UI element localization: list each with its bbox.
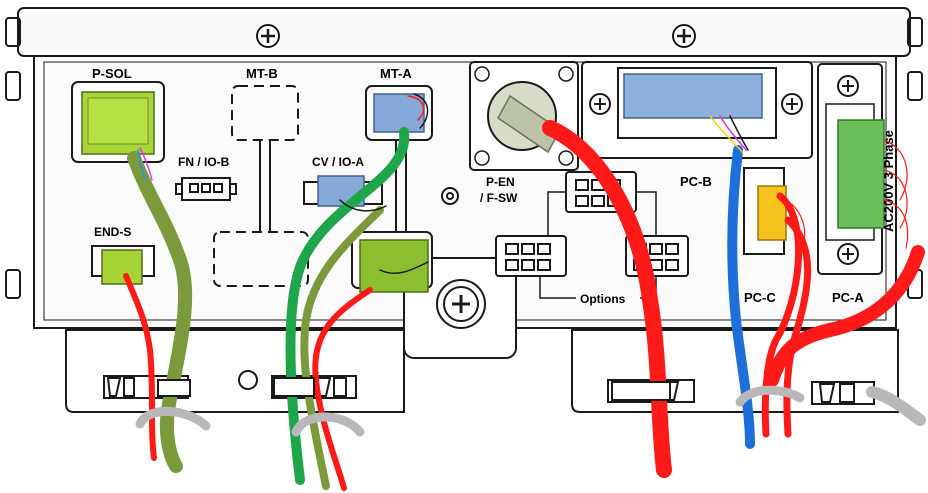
fn-io-b-connector bbox=[175, 177, 237, 201]
options-label: Options bbox=[580, 292, 626, 306]
mt-a-red-cable bbox=[312, 287, 373, 491]
mt-a-connector bbox=[365, 85, 433, 141]
p-sol-connector bbox=[71, 81, 165, 163]
cv-io-a-olive-cable bbox=[300, 206, 384, 490]
ground-hole-icon bbox=[441, 187, 459, 205]
mt-b-label: MT-B bbox=[246, 66, 278, 81]
pc-b-blue-cable bbox=[727, 145, 755, 449]
cv-io-a-label: CV / IO-A bbox=[312, 155, 364, 169]
p-en-connector bbox=[469, 61, 579, 171]
fn-io-b-label: FN / IO-B bbox=[178, 155, 230, 169]
pc-a-connector bbox=[817, 63, 885, 275]
p-en-label: P-EN bbox=[486, 175, 515, 189]
pc-c-label: PC-C bbox=[744, 290, 776, 305]
top-screw-right-icon bbox=[672, 24, 696, 48]
pc-b-label: PC-B bbox=[680, 174, 712, 189]
pc-c-connector bbox=[743, 167, 787, 255]
mt-a-label: MT-A bbox=[380, 66, 412, 81]
cables bbox=[123, 93, 925, 491]
pc-a-red-cable bbox=[765, 245, 925, 387]
cable-wraps bbox=[135, 377, 926, 437]
f-sw-label: / F-SW bbox=[480, 191, 518, 205]
ac-phase-label: AC200V 3 Phase bbox=[881, 130, 896, 232]
options-connector-left bbox=[495, 235, 567, 277]
center-screw-icon bbox=[436, 279, 486, 329]
top-screw-left-icon bbox=[256, 24, 280, 48]
pc-a-label: PC-A bbox=[832, 290, 864, 305]
p-sol-olive-cable bbox=[127, 151, 193, 473]
p-en-cable bbox=[542, 120, 672, 478]
end-s-connector bbox=[91, 245, 155, 285]
mt-b-rail bbox=[259, 140, 271, 232]
bracket-hole-icon bbox=[238, 370, 258, 390]
cable-tie-far-right bbox=[811, 381, 875, 405]
end-s-red-cable bbox=[123, 273, 157, 461]
pc-b-connector bbox=[581, 61, 813, 159]
p-sol-label: P-SOL bbox=[92, 66, 132, 81]
mt-a-lower-connector bbox=[351, 231, 433, 293]
end-s-label: END-S bbox=[94, 225, 131, 239]
